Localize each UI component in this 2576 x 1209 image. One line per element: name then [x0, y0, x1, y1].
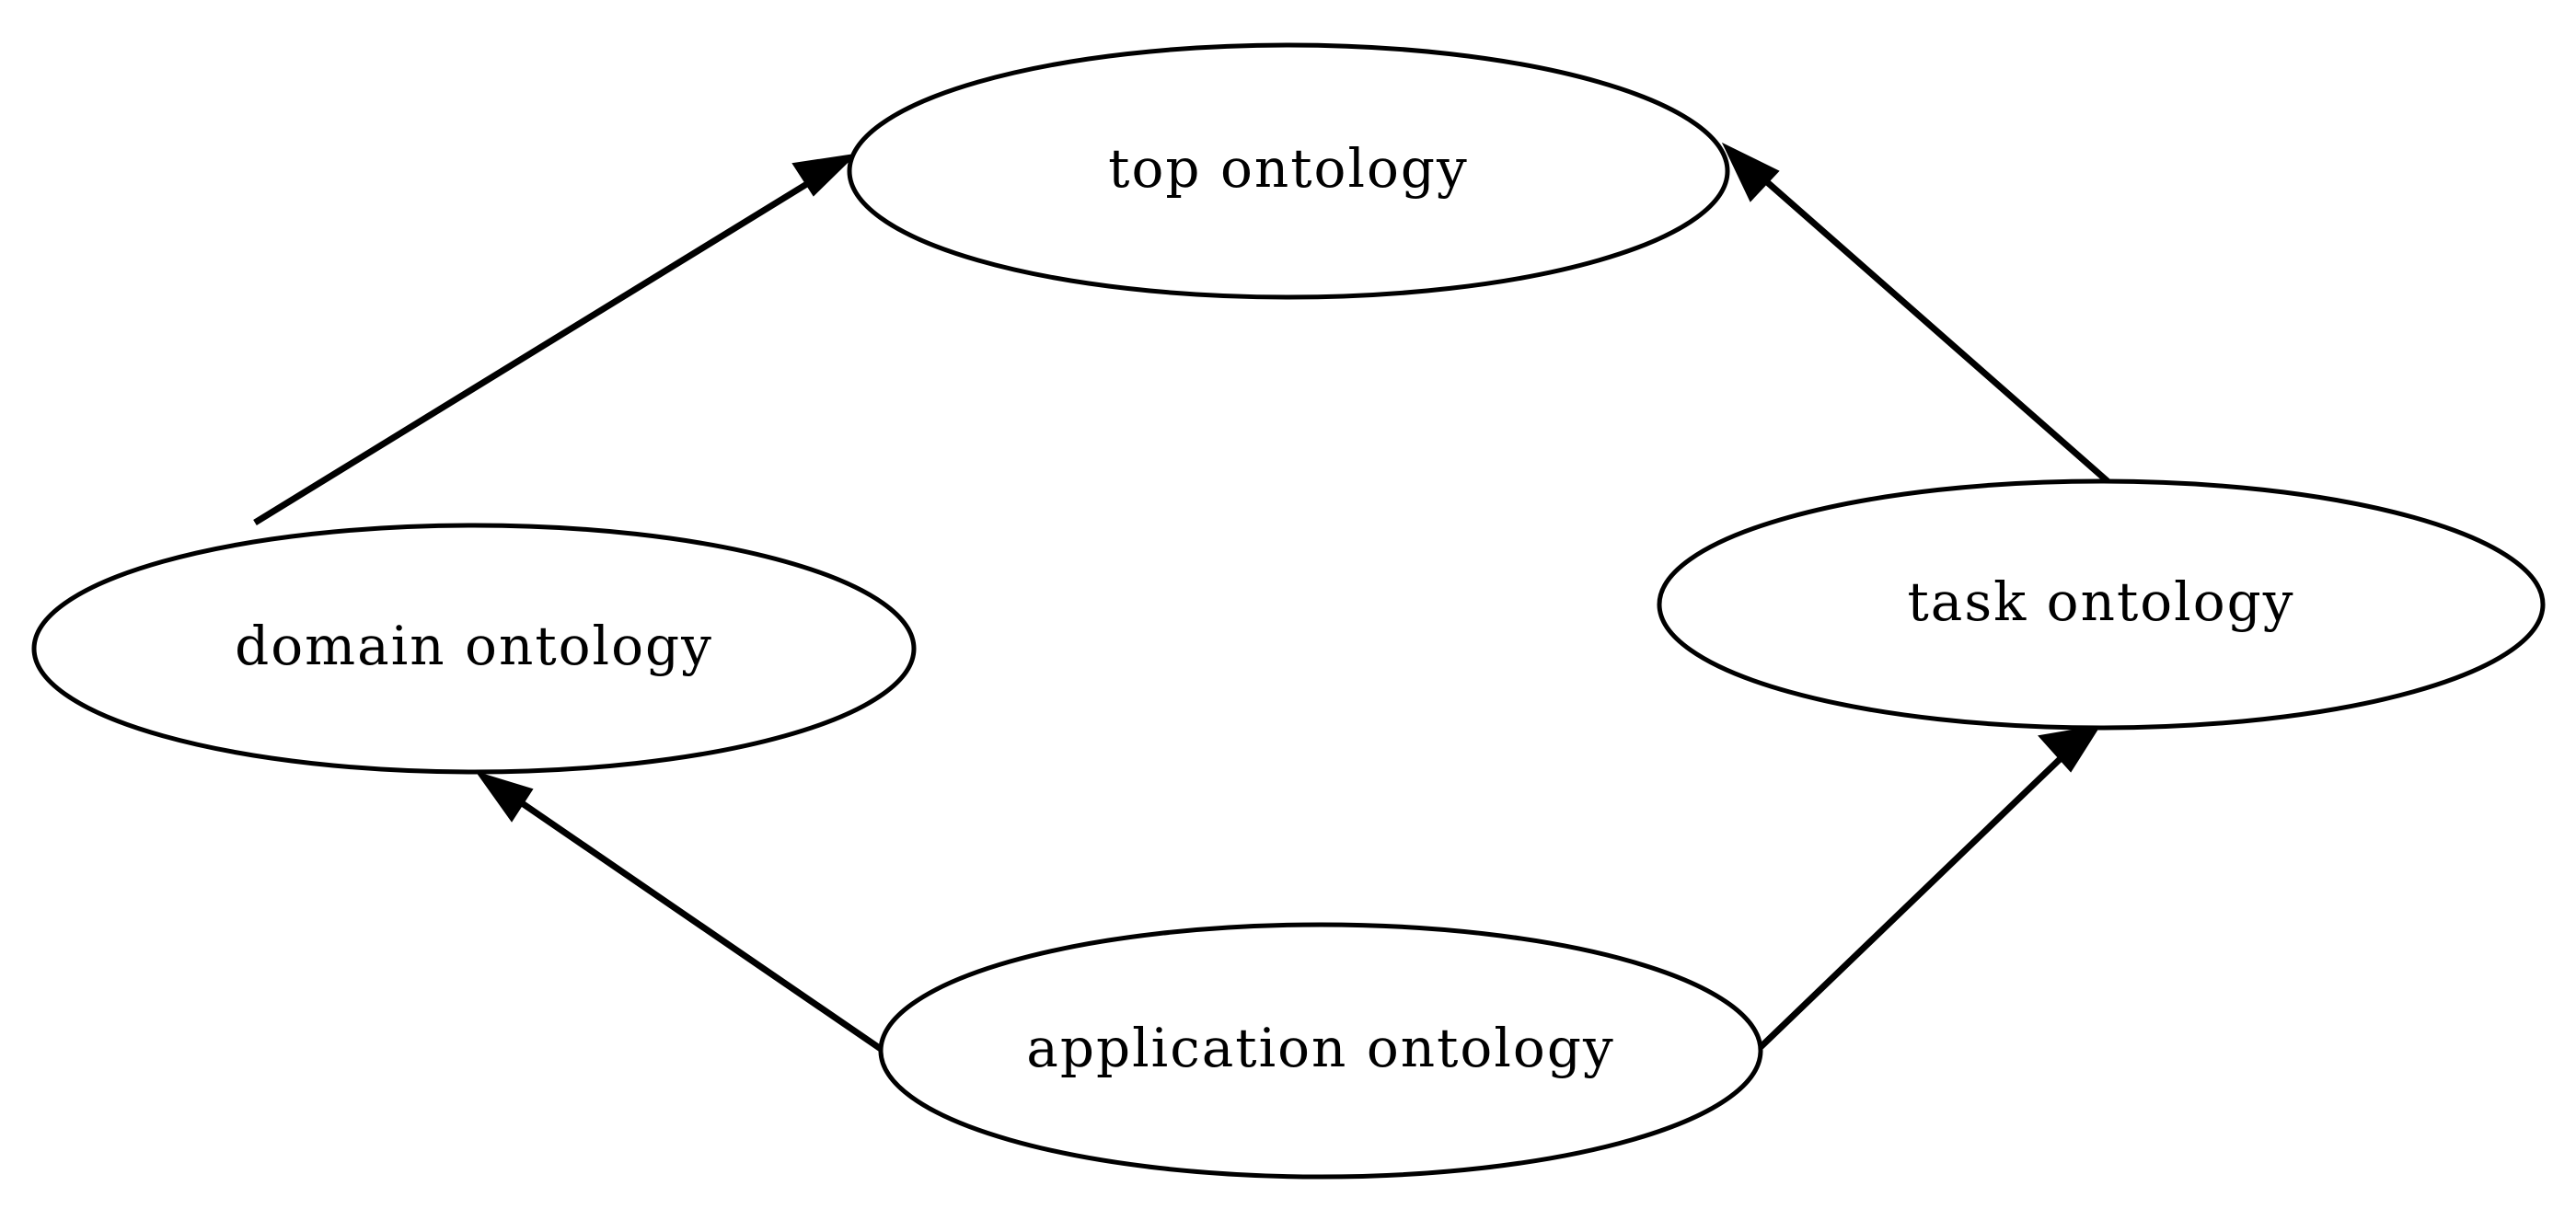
node-task-ontology-ellipse	[1657, 478, 2546, 731]
edge-domain-to-top-line	[253, 165, 836, 525]
node-task-ontology-label: task ontology	[1907, 570, 2294, 633]
arrowhead-icon-domain-to-top	[791, 153, 858, 197]
edge-application-to-task-line	[1758, 739, 2081, 1050]
arrowhead-icon-task-to-top	[1721, 142, 1780, 202]
edge-domain-to-top[interactable]	[253, 153, 858, 525]
node-application-ontology[interactable]: application ontology	[878, 922, 1763, 1180]
edge-application-to-task[interactable]	[1758, 724, 2102, 1050]
node-application-ontology-label: application ontology	[1026, 1017, 1614, 1079]
arrowhead-icon-application-to-domain	[475, 771, 534, 823]
arrowhead-icon-application-to-task	[2038, 724, 2102, 773]
node-task-ontology[interactable]: task ontology	[1657, 478, 2546, 731]
edge-task-to-top-line	[1740, 158, 2110, 484]
edge-layer	[253, 142, 2110, 1052]
node-domain-ontology[interactable]: domain ontology	[31, 523, 917, 775]
node-domain-ontology-label: domain ontology	[235, 615, 713, 677]
node-top-ontology-ellipse	[847, 42, 1730, 300]
node-domain-ontology-ellipse	[31, 523, 917, 775]
edge-application-to-domain-line	[496, 784, 883, 1052]
edge-task-to-top[interactable]	[1721, 142, 2110, 484]
node-top-ontology-label: top ontology	[1108, 137, 1469, 200]
node-application-ontology-ellipse	[878, 922, 1763, 1180]
node-top-ontology[interactable]: top ontology	[847, 42, 1730, 300]
edge-application-to-domain[interactable]	[475, 771, 883, 1052]
node-layer: top ontology domain ontology task ontolo…	[31, 42, 2546, 1180]
